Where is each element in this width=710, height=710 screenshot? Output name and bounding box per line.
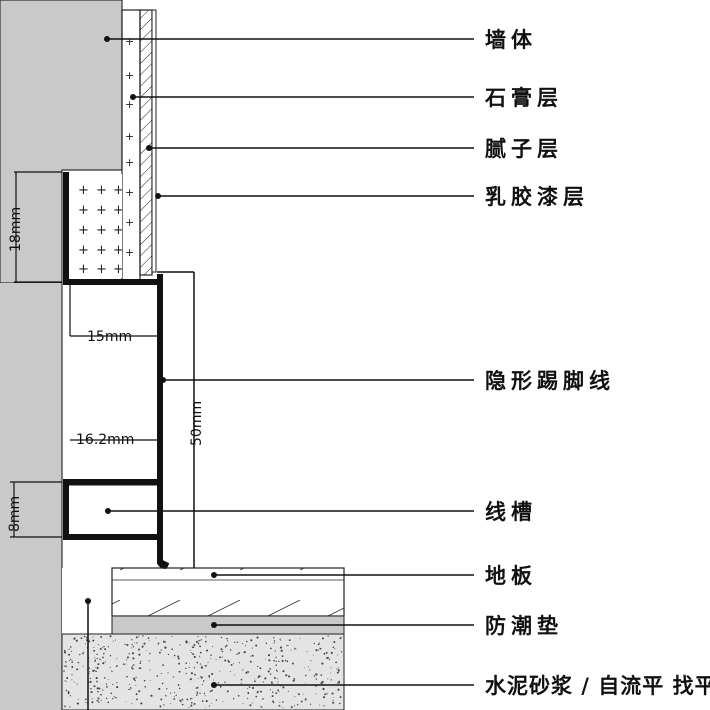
- label-latex-paint: 乳胶漆层: [485, 185, 589, 209]
- label-groove: 线槽: [485, 500, 537, 524]
- dim-15mm: 15mm: [87, 329, 132, 345]
- svg-text:+: +: [125, 156, 134, 169]
- dim-8mm: 8mm: [7, 496, 23, 532]
- label-wall: 墙体: [485, 28, 537, 52]
- svg-text:+: +: [96, 183, 107, 198]
- latex-paint-layer: [151, 9, 157, 273]
- svg-text:+: +: [125, 35, 134, 48]
- svg-text:+: +: [78, 243, 89, 258]
- dimension-lines: [10, 171, 160, 538]
- svg-text:+: +: [96, 243, 107, 258]
- floorboard: [111, 567, 345, 617]
- label-floorboard: 地板: [485, 564, 537, 588]
- svg-text:+: +: [96, 262, 107, 277]
- svg-text:+: +: [96, 203, 107, 218]
- svg-text:+: +: [78, 223, 89, 238]
- svg-text:+: +: [125, 186, 134, 199]
- leader-lines: [87, 38, 474, 710]
- label-gypsum: 石膏层: [484, 86, 563, 110]
- svg-text:+: +: [96, 223, 107, 238]
- dim-18mm: 18mm: [8, 207, 24, 252]
- svg-text:+: +: [78, 203, 89, 218]
- wall-body: [0, 0, 123, 284]
- svg-text:+: +: [113, 243, 124, 258]
- cavity-plus-marks: + + + + + + + + + + + + + + +: [78, 183, 124, 277]
- putty-layer: [139, 9, 153, 276]
- label-moisture-pad: 防潮垫: [485, 614, 563, 638]
- label-screed: 水泥砂浆 / 自流平 找平: [485, 674, 710, 698]
- label-skirting: 隐形踢脚线: [485, 369, 615, 393]
- skirting-face-plate: [157, 274, 167, 569]
- svg-text:+: +: [113, 223, 124, 238]
- svg-text:+: +: [113, 183, 124, 198]
- svg-text:+: +: [125, 98, 134, 111]
- screed-speckles: [63, 635, 343, 709]
- svg-text:+: +: [125, 246, 134, 259]
- gypsum-plus-marks: + + + + + + + +: [125, 35, 134, 259]
- svg-text:+: +: [125, 216, 134, 229]
- svg-text:+: +: [78, 262, 89, 277]
- svg-text:+: +: [125, 69, 134, 82]
- screed-layer: [61, 633, 345, 710]
- upper-cavity-fill: [70, 174, 122, 278]
- label-putty: 腻子层: [485, 137, 563, 161]
- svg-text:+: +: [78, 183, 89, 198]
- svg-text:+: +: [125, 130, 134, 143]
- leader-dots: [85, 36, 217, 688]
- dim-16mm: 16.2mm: [76, 432, 134, 448]
- gypsum-layer: [121, 9, 141, 281]
- svg-text:+: +: [113, 262, 124, 277]
- svg-text:+: +: [113, 203, 124, 218]
- wall-lower-band: [0, 283, 62, 710]
- dim-50mm: 50mm: [189, 401, 205, 446]
